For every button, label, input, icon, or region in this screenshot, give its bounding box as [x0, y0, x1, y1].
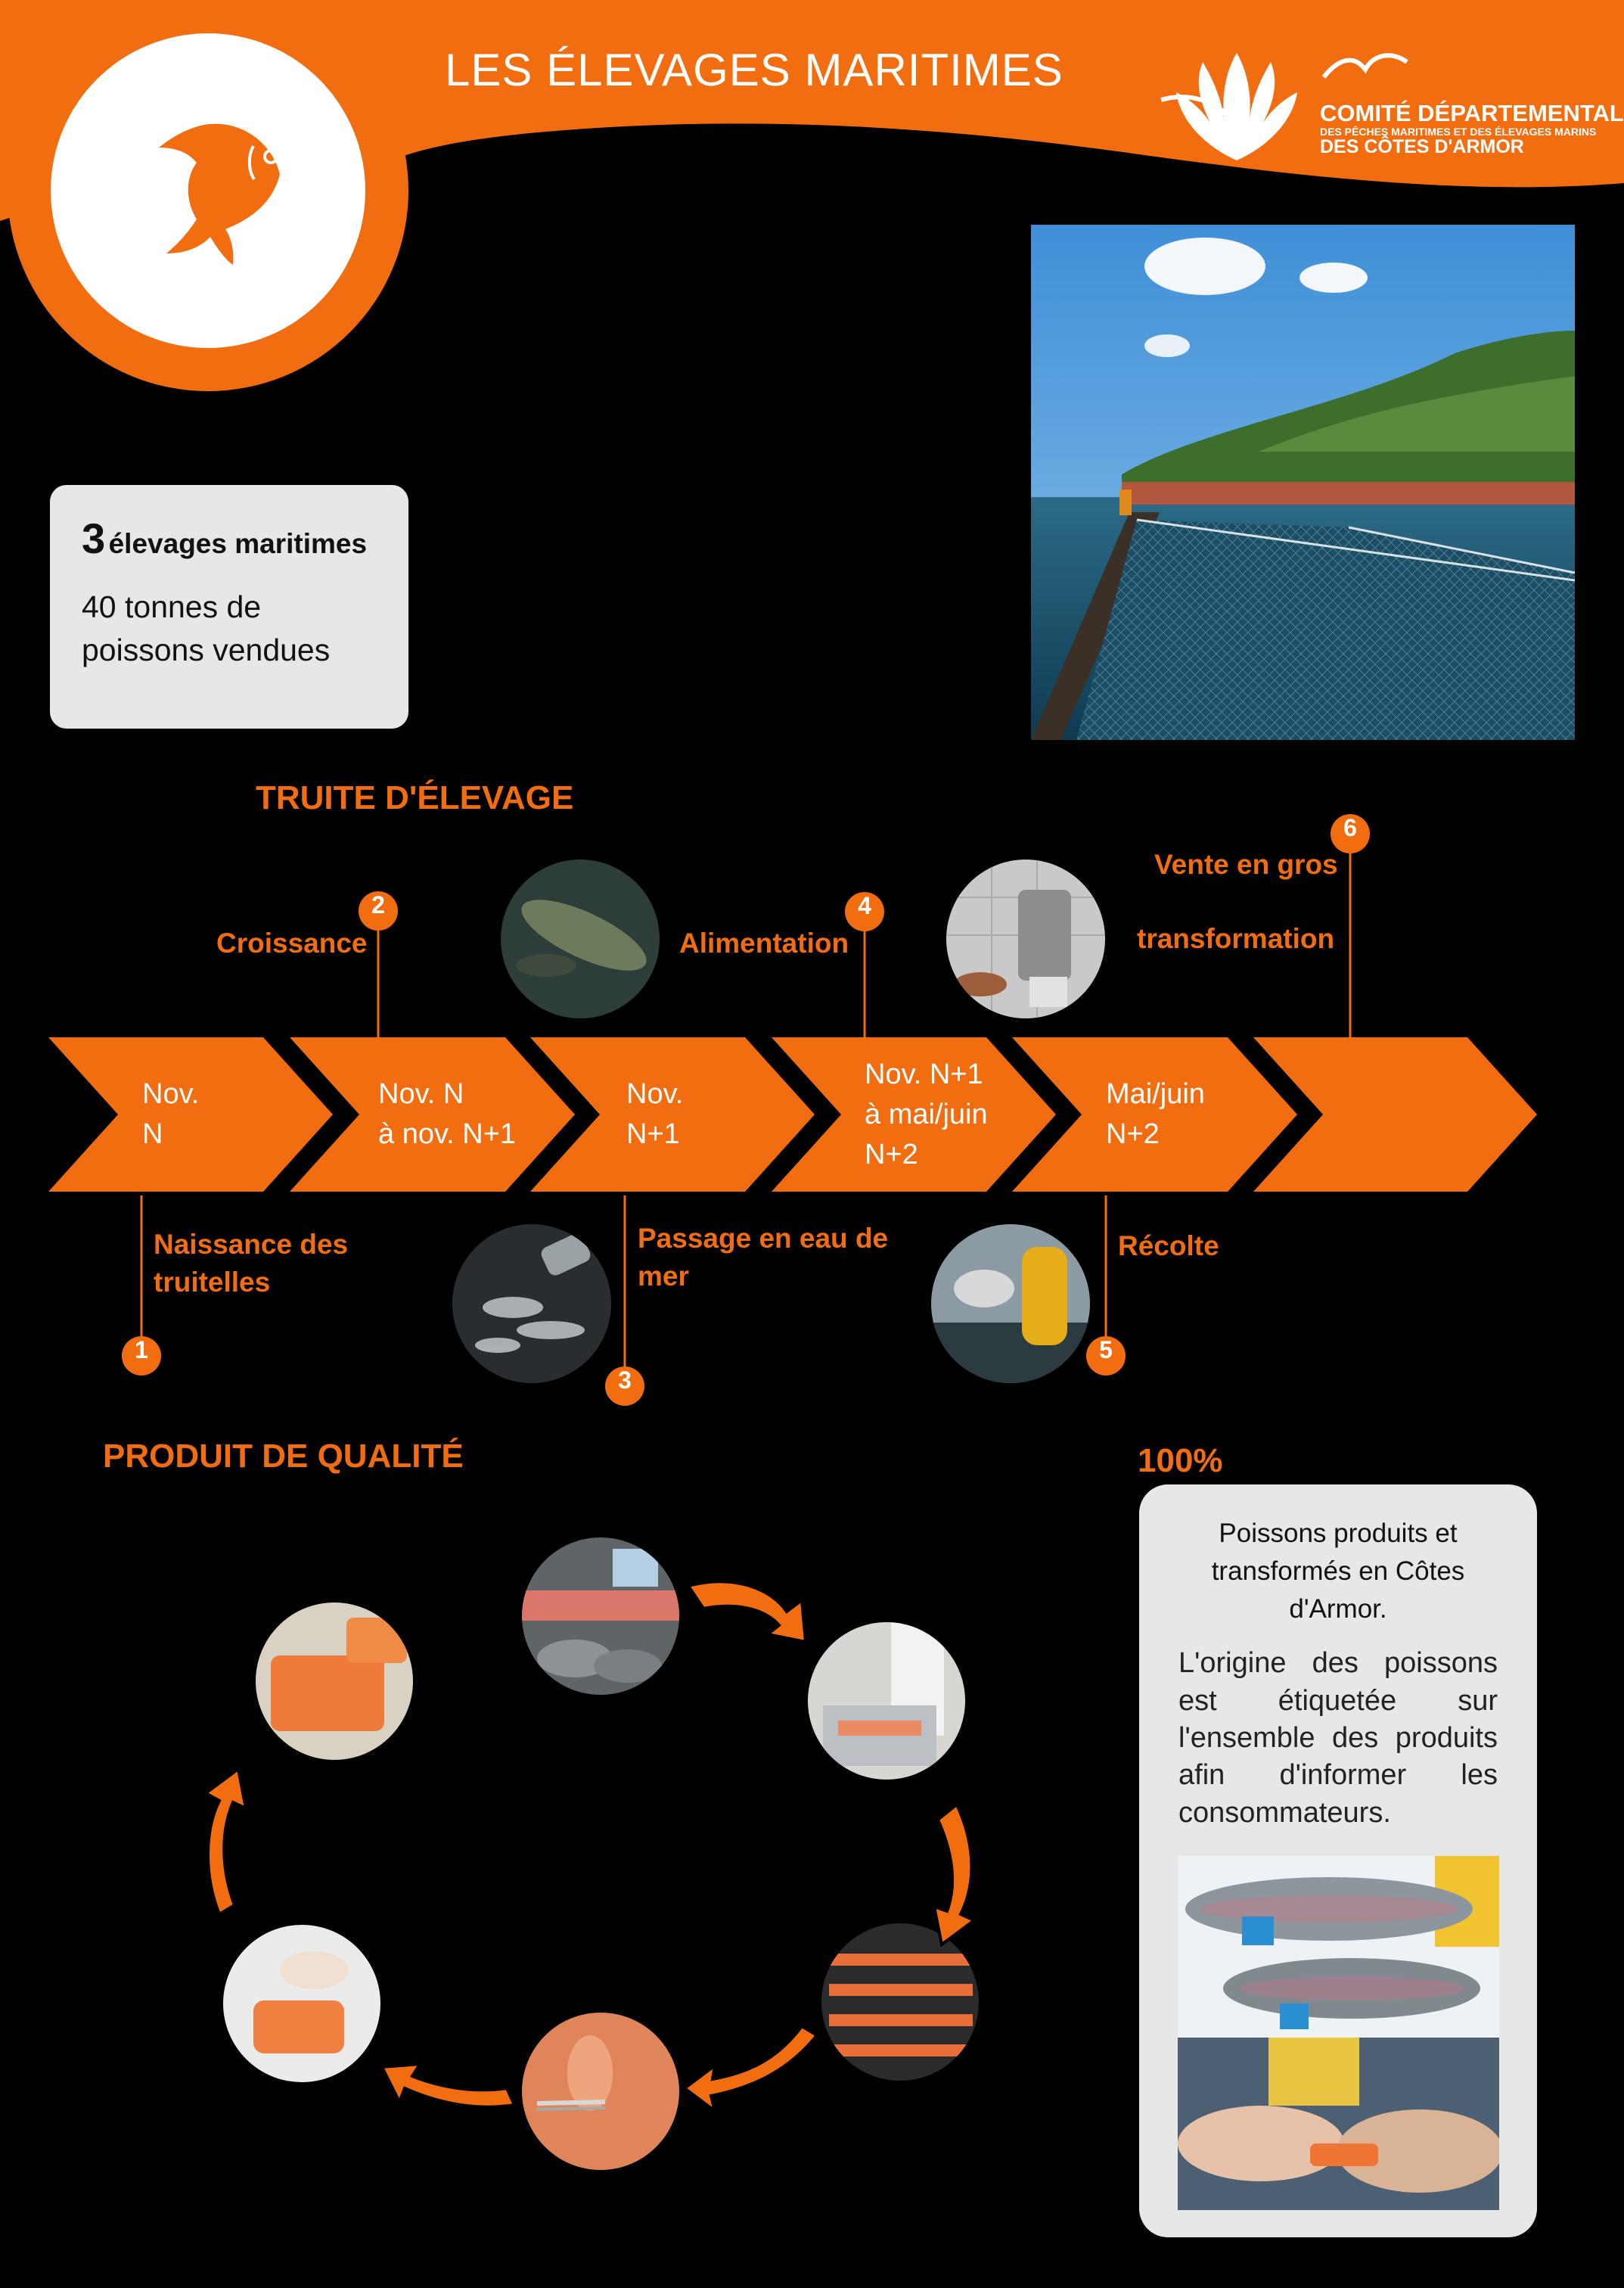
- step-4-label: Alimentation: [679, 928, 849, 959]
- step-3-badge: 3: [618, 1366, 632, 1394]
- trout-photo: [501, 860, 660, 1018]
- cycle-arrow-1: [685, 1580, 808, 1644]
- origin-percent: 100%: [1138, 1442, 1223, 1479]
- logo-text: COMITÉ DÉPARTEMENTAL DES PÊCHES MARITIME…: [1320, 101, 1624, 157]
- step-5-label: Récolte: [1118, 1230, 1219, 1261]
- timeline-arrow-4: [772, 1037, 1056, 1192]
- timeline-arrows: [48, 1037, 1537, 1192]
- fish-gutting-photo: [522, 1537, 679, 1695]
- step-6-label-a: Vente en gros: [1154, 849, 1338, 880]
- timeline-arrow-5: [1012, 1037, 1297, 1192]
- arrow-3-text: Nov. N+1: [626, 1078, 684, 1151]
- step-2-label: Croissance: [216, 928, 368, 959]
- step-2-badge: 2: [371, 891, 385, 919]
- seagull-logo-icon: [1321, 53, 1408, 79]
- cycle-arrow-5: [203, 1766, 248, 1917]
- feed-machine-photo: [946, 860, 1105, 1018]
- cycle-arrow-2: [932, 1801, 977, 1948]
- step-5-badge: 5: [1099, 1336, 1113, 1363]
- salmon-fillet-photo: [256, 1603, 413, 1760]
- step-1-badge: 1: [135, 1336, 148, 1363]
- step-4-badge: 4: [858, 892, 871, 919]
- timeline-title: TRUITE D'ÉLEVAGE: [256, 779, 574, 816]
- step-3-label: Passage en eau de mer: [638, 1223, 889, 1292]
- tasting-photo: [1178, 2038, 1499, 2210]
- fillet-preparation-photo: [808, 1622, 965, 1780]
- quality-title: PRODUIT DE QUALITÉ: [103, 1438, 464, 1475]
- timeline-arrow-3: [530, 1037, 815, 1192]
- farm-count-label: élevages maritimes: [108, 528, 368, 559]
- cycle-arrow-4: [379, 2062, 517, 2109]
- fish-icon: [159, 123, 280, 265]
- logo-line-3: DES CÔTES D'ARMOR: [1320, 136, 1524, 158]
- harvest-photo: [931, 1224, 1090, 1383]
- arrow-1-text: Nov. N: [142, 1078, 200, 1151]
- arrow-2-text: Nov. N à nov. N+1: [378, 1078, 517, 1151]
- slicing-photo: [223, 1925, 380, 2082]
- farm-count: 3: [82, 514, 106, 562]
- origin-body: L'origine des poissons est étiquetée sur…: [1178, 1647, 1498, 1829]
- timeline-arrow-2: [290, 1037, 575, 1192]
- page-title: LES ÉLEVAGES MARITIMES: [445, 45, 1064, 95]
- cycle-arrows: [203, 1580, 977, 2115]
- step-6-label-b: transformation: [1137, 923, 1335, 954]
- logo-line-1: COMITÉ DÉPARTEMENTAL: [1320, 100, 1624, 126]
- arrow-5-text: Mai/juin N+2: [1106, 1078, 1205, 1151]
- scallop-logo-icon: [1160, 53, 1297, 160]
- step-1-label: Naissance des truitelles: [154, 1229, 349, 1298]
- sea-transfer-photo: [452, 1224, 611, 1383]
- tweezers-photo: [522, 2013, 679, 2170]
- smoking-racks-photo: [821, 1923, 979, 2081]
- step-6-badge: 6: [1343, 814, 1357, 841]
- tonnage-text: 40 tonnes de poissons vendues: [82, 589, 331, 668]
- labeled-trout-photo: [1178, 1856, 1499, 2038]
- arrow-4-text: Nov. N+1 à mai/juin N+2: [865, 1059, 988, 1171]
- fish-farm-photo: [1031, 225, 1575, 740]
- origin-heading: Poissons produits et transformés en Côte…: [1211, 1519, 1465, 1624]
- timeline-arrow-1: [48, 1037, 333, 1192]
- stats-box: 3 élevages maritimes 40 tonnes de poisso…: [50, 485, 408, 729]
- cycle-arrow-3: [682, 2024, 819, 2115]
- timeline-connectors: [122, 814, 1370, 1406]
- logo-line-2: DES PÊCHES MARITIMES ET DES ÉLEVAGES MAR…: [1320, 125, 1597, 138]
- timeline-arrow-6: [1253, 1037, 1537, 1192]
